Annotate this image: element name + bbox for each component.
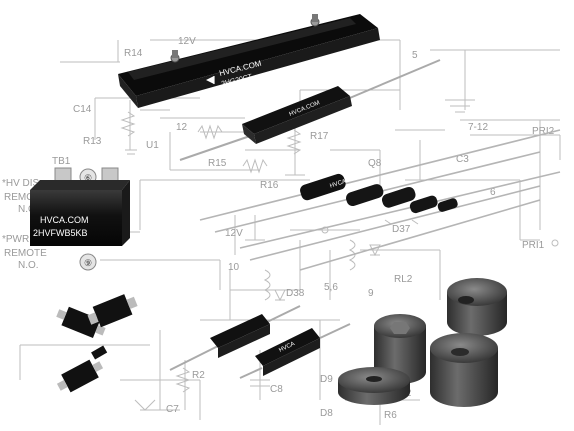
- label-c3: C3: [456, 154, 469, 165]
- label-d8: D8: [320, 408, 333, 419]
- label-7-12: 7-12: [468, 122, 488, 133]
- label-5: 5: [412, 50, 418, 61]
- label-q8: Q8: [368, 158, 382, 169]
- axial-diode-brand-1: HVCA: [329, 179, 347, 190]
- label-c14: C14: [73, 104, 92, 115]
- label-r6: R6: [384, 410, 397, 421]
- label-5-6: 5,6: [324, 282, 338, 293]
- doorknob-capacitors: [338, 278, 507, 407]
- label-d37: D37: [392, 224, 411, 235]
- label-no-2: N.O.: [18, 260, 39, 271]
- label-12: 12: [176, 122, 188, 133]
- schematic-labels: R14 12V C14 R13 U1 12 R15 R17 R16 Q8 7-1…: [2, 36, 555, 421]
- label-9: 9: [368, 288, 374, 299]
- label-tb1: TB1: [52, 156, 71, 167]
- bridge-brand: HVCA.COM: [40, 215, 89, 225]
- label-pri2: PRI2: [532, 126, 555, 137]
- label-remote-1: REMOTE: [4, 192, 47, 203]
- hv-stack-diodes: HVCA: [169, 305, 351, 379]
- label-no-1: N.O.: [18, 204, 39, 215]
- label-d38: D38: [286, 288, 305, 299]
- label-pri1: PRI1: [522, 240, 545, 251]
- label-r16: R16: [260, 180, 279, 191]
- label-r14: R14: [124, 48, 143, 59]
- bridge-rectifier: ⑥ HVCA.COM 2HVFWB5KB ⑨: [30, 167, 130, 271]
- label-12v-mid: 12V: [225, 228, 243, 239]
- label-r2: R2: [192, 370, 205, 381]
- large-power-resistor: HVCA.COM 3HG20CT: [118, 14, 380, 108]
- label-pwr-off: *PWR OFF: [2, 234, 52, 245]
- medium-resistor: HVCA.COM: [179, 59, 441, 161]
- label-r17: R17: [310, 131, 329, 142]
- label-rl2: RL2: [394, 274, 413, 285]
- svg-text:⑨: ⑨: [84, 258, 92, 268]
- bridge-part: 2HVFWB5KB: [33, 228, 88, 238]
- label-12v-top: 12V: [178, 36, 196, 47]
- label-hv-dis: *HV DIS: [2, 178, 40, 189]
- label-6: 6: [490, 187, 496, 198]
- svg-text:⑥: ⑥: [84, 173, 92, 183]
- label-c7: C7: [166, 404, 179, 415]
- label-r15: R15: [208, 158, 227, 169]
- label-remote-2: REMOTE: [4, 248, 47, 259]
- smd-diodes: [56, 294, 138, 393]
- label-c8: C8: [270, 384, 283, 395]
- label-10: 10: [228, 262, 240, 273]
- label-r13: R13: [83, 136, 102, 147]
- label-u1: U1: [146, 140, 159, 151]
- label-d9: D9: [320, 374, 333, 385]
